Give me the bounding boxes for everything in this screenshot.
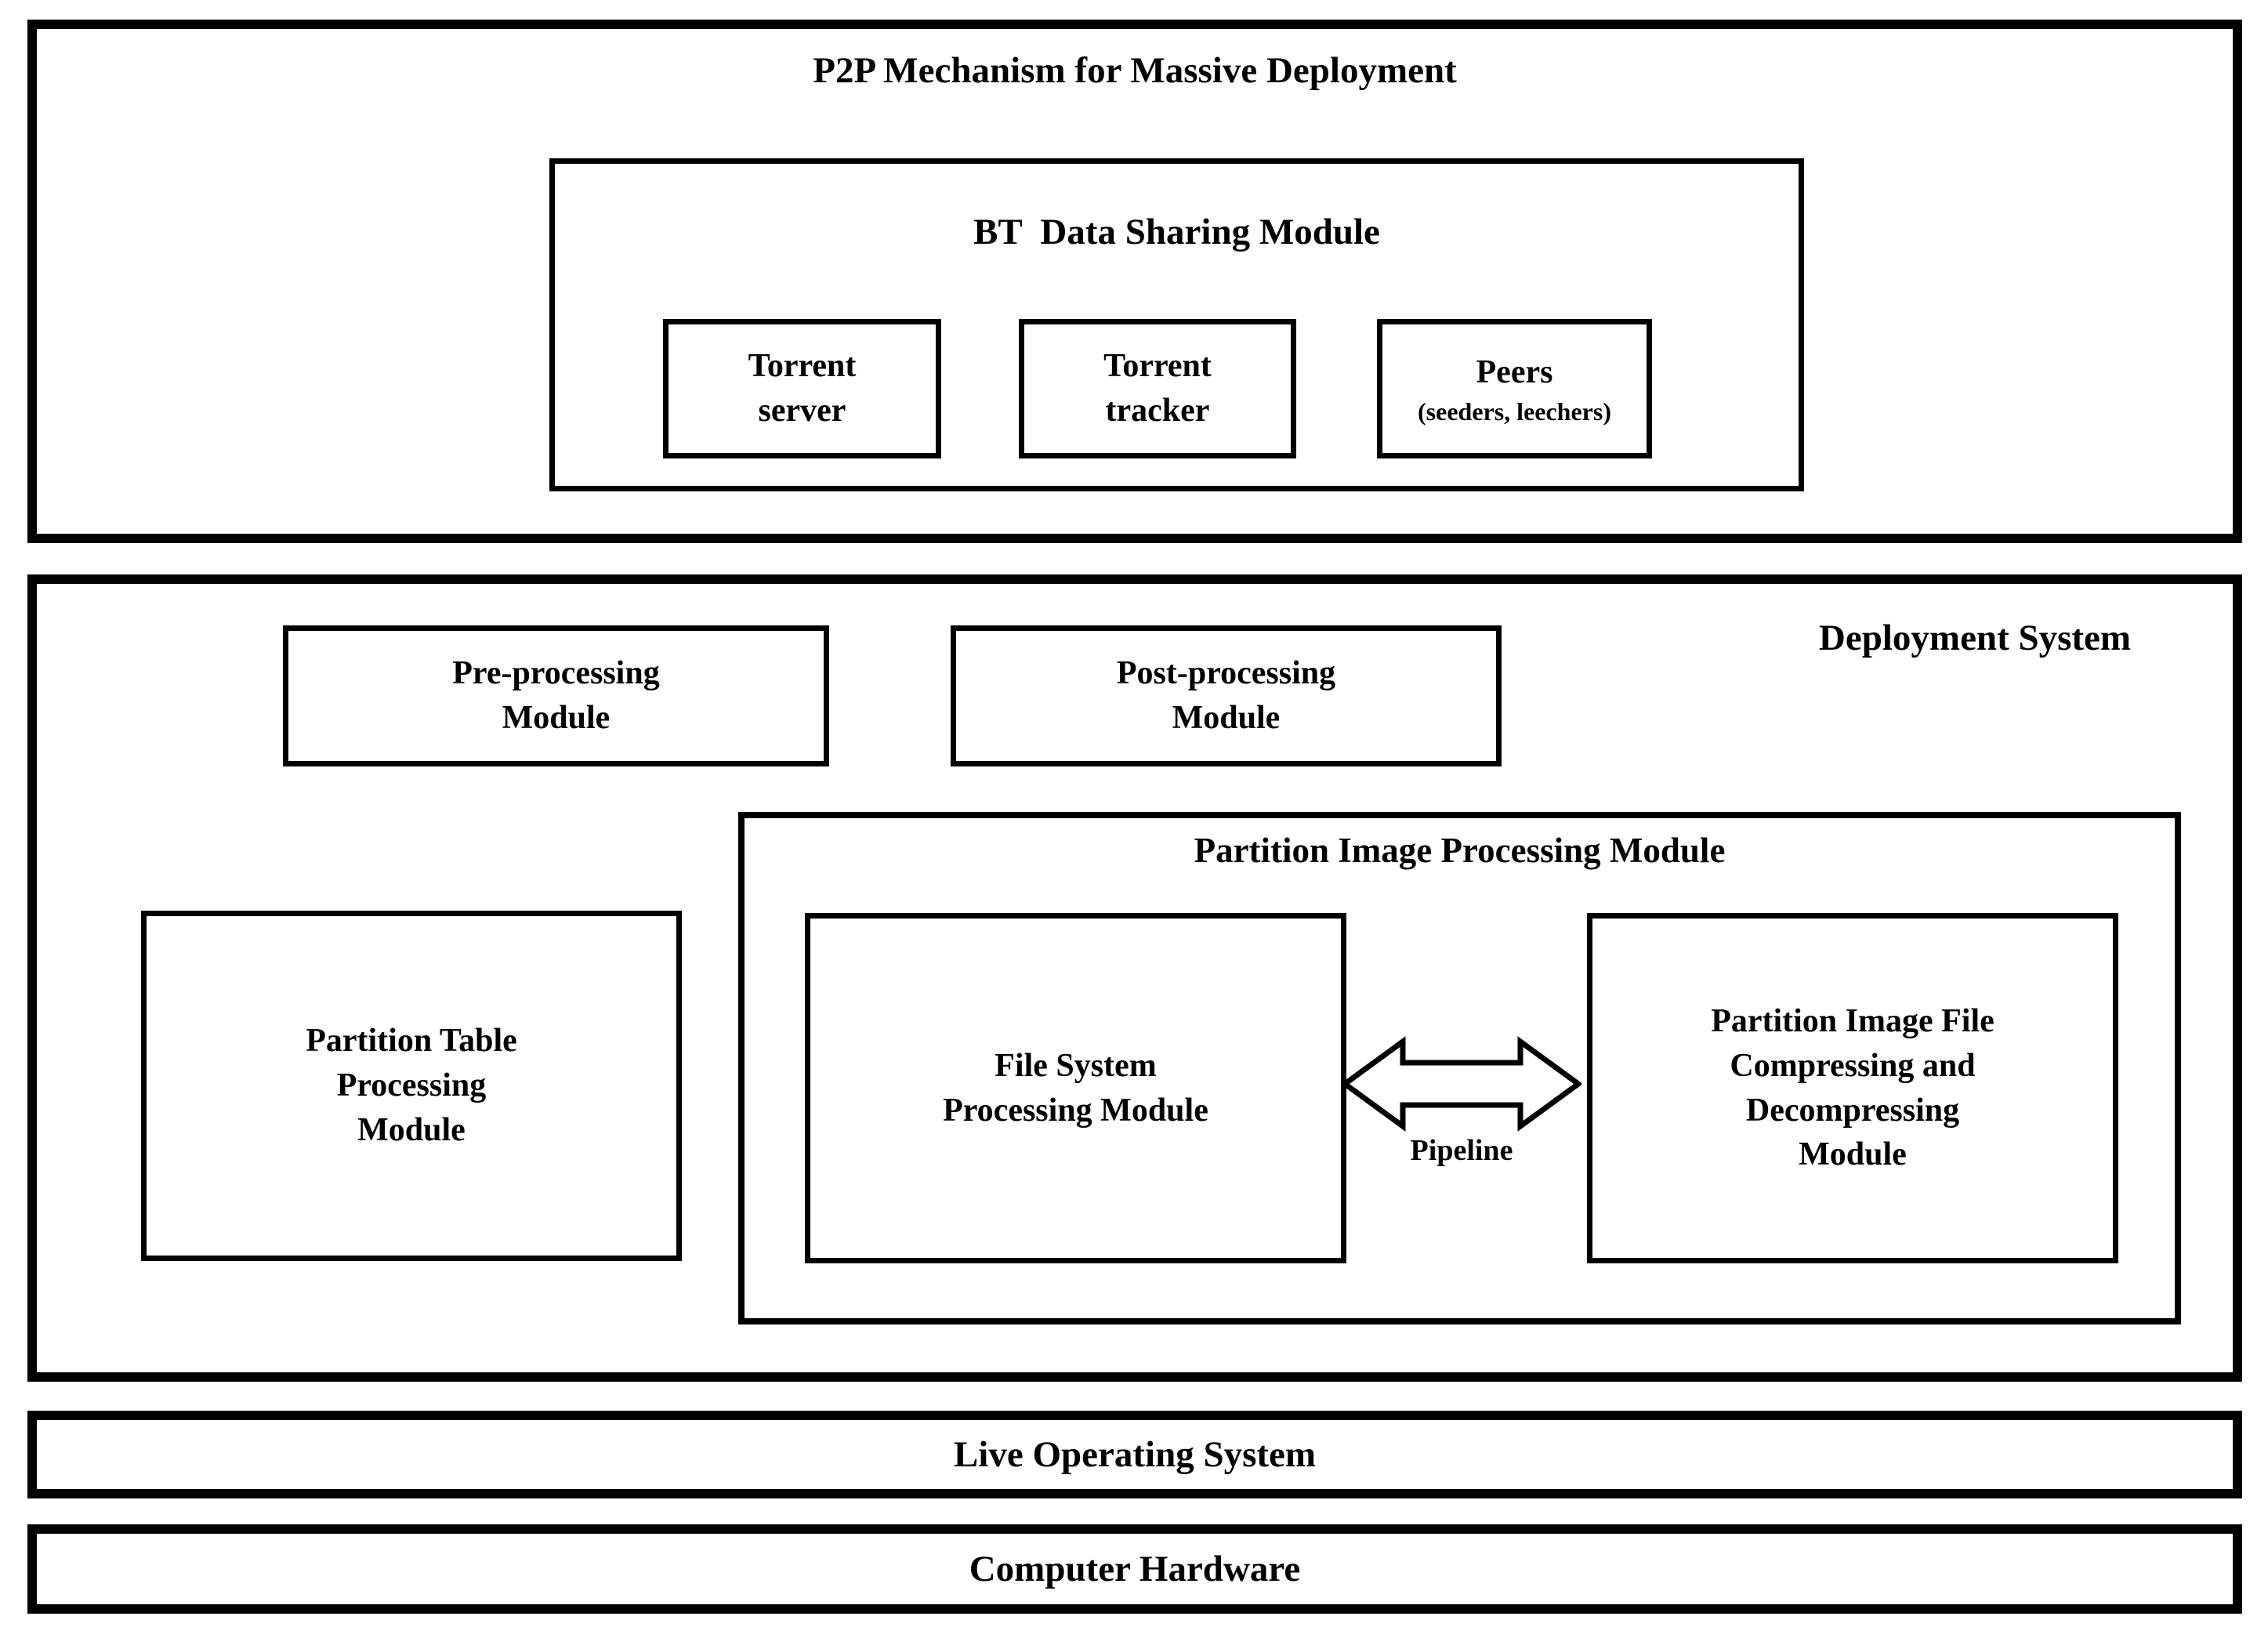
deployment-system-title: Deployment System	[1818, 618, 2132, 658]
peers-label: Peers	[1476, 354, 1553, 391]
torrent-server-label: Torrent server	[748, 348, 857, 429]
compress-decompress-label: Partition Image File Compressing and Dec…	[1711, 1003, 1994, 1173]
file-system-processing-label: File System Processing Module	[943, 1047, 1208, 1129]
pre-processing-label: Pre-processing Module	[452, 655, 660, 736]
peers-sublabel: (seeders, leechers)	[1418, 397, 1611, 426]
torrent-server-box: Torrent server	[663, 319, 941, 458]
bt-data-sharing-title: BT Data Sharing Module	[973, 212, 1380, 252]
p2p-mechanism-title: P2P Mechanism for Massive Deployment	[813, 50, 1457, 91]
computer-hardware-label: Computer Hardware	[969, 1548, 1301, 1589]
partition-table-box: Partition Table Processing Module	[141, 911, 682, 1261]
post-processing-box: Post-processing Module	[951, 625, 1502, 766]
pre-processing-box: Pre-processing Module	[283, 625, 829, 766]
post-processing-label: Post-processing Module	[1116, 655, 1336, 736]
computer-hardware-bar: Computer Hardware	[27, 1524, 2242, 1614]
partition-image-processing-title: Partition Image Processing Module	[1194, 831, 1726, 870]
pipeline-arrow-icon	[1342, 1036, 1581, 1132]
partition-table-label: Partition Table Processing Module	[306, 1023, 517, 1148]
live-os-label: Live Operating System	[953, 1433, 1317, 1475]
compress-decompress-box: Partition Image File Compressing and Dec…	[1587, 913, 2118, 1263]
pipeline-label: Pipeline	[1410, 1134, 1513, 1167]
live-os-bar: Live Operating System	[27, 1411, 2242, 1498]
torrent-tracker-label: Torrent tracker	[1103, 348, 1212, 429]
file-system-processing-box: File System Processing Module	[805, 913, 1346, 1263]
torrent-tracker-box: Torrent tracker	[1019, 319, 1296, 458]
peers-box: Peers (seeders, leechers)	[1377, 319, 1652, 458]
